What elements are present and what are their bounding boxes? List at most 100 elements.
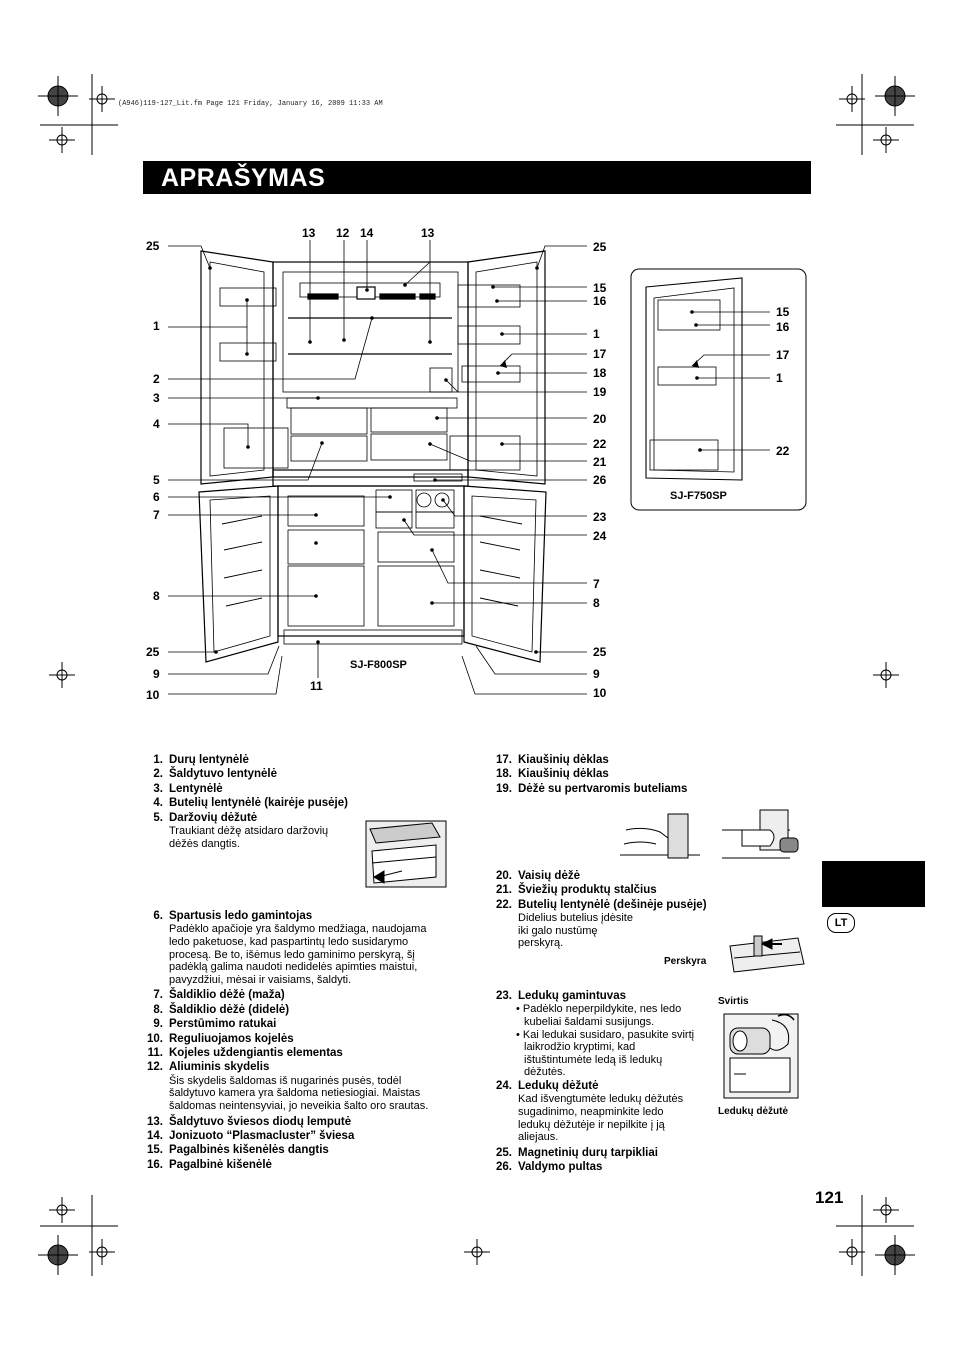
list-item: 11. Kojeles uždengiantis elementas (141, 1046, 481, 1060)
list-item: 14. Jonizuoto “Plasmacluster” šviesa (141, 1129, 481, 1143)
item-number: 22. (496, 898, 512, 911)
callout-16: 16 (593, 294, 607, 308)
bottle-divider-illustrations (620, 809, 799, 859)
item-bullet: • Padėklo neperpildykite, nes ledo kubel… (516, 1003, 682, 1028)
item-label: Pagalbinė kišenėlė (169, 1158, 272, 1171)
callout-2: 2 (153, 372, 160, 386)
callout-3: 3 (153, 391, 160, 405)
item-number: 18. (496, 768, 512, 781)
item-label: Butelių lentynėlė (kairėje pusėje) (169, 797, 348, 810)
callout-20: 20 (593, 412, 607, 426)
item-label: Jonizuoto “Plasmacluster” šviesa (169, 1130, 355, 1143)
item-label: Šaldiklio dėžė (maža) (169, 989, 285, 1002)
list-item: 20.Vaisių dėžė (490, 869, 810, 883)
list-item: 17. Kiaušinių dėklas (490, 753, 810, 767)
callout-23: 23 (593, 510, 607, 524)
item-label: Valdymo pultas (518, 1161, 603, 1174)
callout-25-right-lower: 25 (593, 645, 607, 659)
callout-9-right: 9 (593, 667, 600, 681)
language-badge: LT (827, 913, 855, 933)
item-description: Traukiant dėžę atsidaro daržovių dėžės d… (169, 825, 329, 850)
item-number: 8. (153, 1003, 163, 1016)
list-item: 6. Spartusis ledo gamintojas (141, 909, 481, 923)
list-item: 16.Pagalbinė kišenėlė (141, 1158, 481, 1172)
list-item: 2.Šaldytuvo lentynėlė (141, 767, 481, 781)
item-number: 14. (147, 1130, 163, 1143)
list-item: 12.Aliuminis skydelis (141, 1060, 481, 1074)
item-label: Šaldytuvo lentynėlė (169, 768, 278, 781)
model-label-main: SJ-F800SP (350, 659, 407, 671)
callout-13-top-left: 13 (302, 226, 316, 240)
item-label: Perstūmimo ratukai (169, 1018, 277, 1031)
item-number: 3. (153, 782, 163, 795)
item-label: Kojeles uždengiantis elementas (169, 1047, 343, 1060)
language-tab (822, 861, 925, 907)
callout-1-left: 1 (153, 319, 160, 333)
list-item: 25. Magnetinių durų tarpikliai (490, 1146, 720, 1160)
list-item: 22.Butelių lentynėlė (dešinėje pusėje) (490, 898, 810, 912)
item-label: Šaldytuvo šviesos diodų lemputė (169, 1115, 352, 1128)
item-number: 25. (496, 1146, 512, 1159)
callout-6: 6 (153, 490, 160, 504)
page-number: 121 (815, 1188, 844, 1207)
callout-4: 4 (153, 417, 160, 431)
list-item: 13. Šaldytuvo šviesos diodų lemputė (141, 1115, 481, 1129)
callout-11: 11 (310, 679, 323, 693)
item-number: 11. (147, 1047, 163, 1060)
callout-25-right: 25 (593, 240, 607, 254)
parts-list-left: 1.Durų lentynėlė 2.Šaldytuvo lentynėlė 3… (141, 753, 481, 1172)
item-description: Padėklo apačioje yra šaldymo medžiaga, n… (169, 923, 427, 986)
item-label: Pagalbinės kišenėlės dangtis (169, 1144, 329, 1157)
item-number: 17. (496, 754, 512, 766)
list-item: 1.Durų lentynėlė (141, 753, 481, 767)
list-item: 3.Lentynėlė (141, 782, 481, 796)
item-number: 10. (147, 1032, 163, 1045)
item-bullet: • Kai ledukai susidaro, pasukite svirtį … (516, 1028, 695, 1079)
model-label-side: SJ-F750SP (670, 490, 727, 502)
callout-12: 12 (336, 226, 350, 240)
callout-10-right: 10 (593, 686, 607, 700)
side-callout-15: 15 (776, 305, 790, 319)
item-label: Spartusis ledo gamintojas (169, 910, 313, 923)
callout-9-left: 9 (153, 667, 160, 681)
item-label: Aliuminis skydelis (169, 1061, 270, 1074)
item-number: 24. (496, 1079, 512, 1092)
item-label: Kiaušinių dėklas (518, 754, 609, 766)
item-number: 19. (496, 782, 512, 795)
side-callout-17: 17 (776, 348, 790, 362)
list-item: 26. Valdymo pultas (490, 1160, 720, 1174)
item-number: 13. (147, 1115, 163, 1128)
side-callout-16: 16 (776, 320, 790, 334)
list-item: 24.Ledukų dėžutė (490, 1079, 720, 1093)
item-description: Kad išvengtumėte ledukų dėžutės sugadini… (518, 1093, 684, 1144)
callout-25-left: 25 (146, 239, 160, 253)
caption-ice-bin: Ledukų dėžutė (718, 1106, 789, 1117)
page-title: APRAŠYMAS (161, 164, 326, 192)
callout-17: 17 (593, 347, 607, 361)
callout-19: 19 (593, 385, 607, 399)
callout-13-top-right: 13 (421, 226, 435, 240)
item-label: Magnetinių durų tarpikliai (518, 1146, 658, 1159)
fridge-diagram (168, 240, 587, 695)
item-number: 1. (153, 754, 163, 766)
parts-list-right-a: 17.Kiaušinių dėklas 18.Kiaušinių dėklas … (490, 753, 810, 796)
item-number: 15. (147, 1144, 163, 1157)
item-number: 21. (496, 884, 512, 897)
callout-5: 5 (153, 473, 160, 487)
ice-maker-illustration (723, 1013, 799, 1099)
callout-8-left: 8 (153, 589, 160, 603)
item-number: 26. (496, 1161, 512, 1174)
item-label: Daržovių dėžutė (169, 811, 258, 824)
list-item: 10.Reguliuojamos kojelės (141, 1032, 481, 1046)
list-item: 8.Šaldiklio dėžė (didelė) (141, 1003, 481, 1017)
caption-svirtis: Svirtis (718, 996, 749, 1007)
section-title-bar: APRAŠYMAS (143, 161, 811, 194)
list-item: 5.Daržovių dėžutė (141, 811, 481, 825)
item-description: Šis skydelis šaldomas iš nugarinės pusės… (169, 1074, 429, 1113)
vegetable-drawer-illustration (365, 820, 447, 888)
item-label: Šviežių produktų stalčius (518, 884, 657, 897)
callout-18: 18 (593, 366, 607, 380)
callout-26: 26 (593, 473, 607, 487)
item-label: Dėžė su pertvaromis buteliams (518, 782, 688, 795)
item-number: 6. (153, 910, 163, 923)
